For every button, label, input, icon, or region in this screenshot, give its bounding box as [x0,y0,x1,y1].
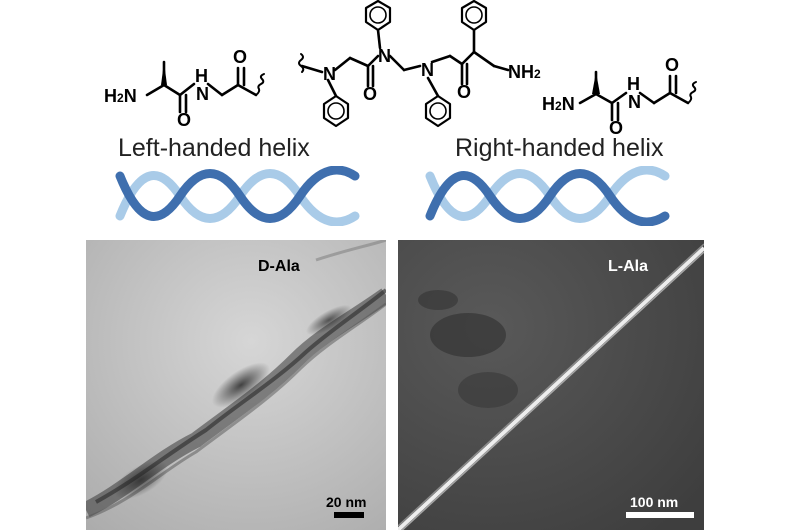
l-ala-scale-bar [626,512,694,518]
middle-n2-label: N [378,46,391,66]
right-stereo-wedge [592,72,600,94]
right-helix-dark-strand [425,169,670,226]
d-ala-scale-label: 20 nm [326,494,367,510]
chemical-structures [145,0,697,128]
l-ala-scale-label: 100 nm [630,494,679,510]
middle-o2-label: O [457,82,472,102]
middle-terminal-label: NH2 [508,62,541,82]
l-ala-label: L-Ala [608,258,648,275]
d-ala-scale-bar [334,512,364,518]
micrograph-l-ala: L-Ala 100 nm [398,240,704,530]
right-amine-label: H2N [542,94,575,114]
left-helix-dark-strand [115,166,360,223]
micrograph-d-ala: D-Ala 20 nm [86,240,386,530]
middle-n1-label: N [323,64,336,84]
middle-structure-bonds [298,28,510,98]
right-nh-label: H [627,74,640,94]
left-lower-o: O [177,110,192,130]
left-helix-title: Left-handed helix [118,134,310,162]
l-ala-fiber [398,246,704,530]
right-n-label: N [628,92,641,112]
right-helix-title: Right-handed helix [455,134,664,162]
benzene-rings [322,0,488,128]
left-n-label: N [196,84,209,104]
right-lower-o: O [609,118,624,138]
micrograph-d-ala-image [86,240,386,530]
micrograph-l-ala-image [398,240,704,530]
left-helix-graphic [115,166,360,226]
left-carbonyl-o: O [233,47,248,67]
right-carbonyl-o: O [665,55,680,75]
d-ala-label: D-Ala [258,258,300,275]
middle-o1-label: O [363,84,378,104]
right-helix-graphic [425,166,670,226]
left-stereo-hash [161,62,167,85]
left-nh-label: H [195,66,208,86]
left-amine-label: H2N [104,86,137,106]
middle-n3-label: N [421,60,434,80]
